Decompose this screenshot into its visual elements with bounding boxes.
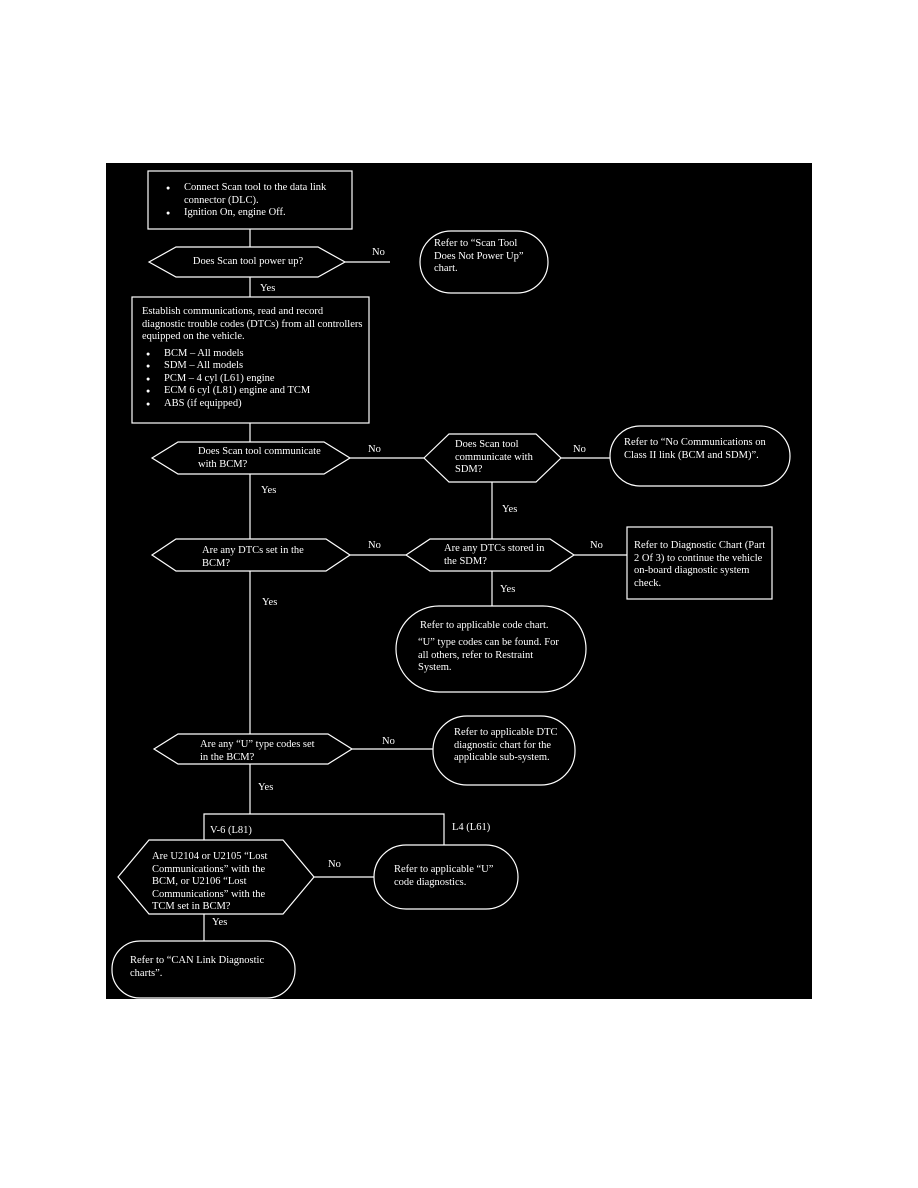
decision-dtc-sdm-text: Are any DTCs stored in the SDM? [444, 543, 545, 567]
edge-label-no: No [590, 540, 603, 551]
edge-label-no: No [382, 736, 395, 747]
terminal-can-text: Refer to “CAN Link Diagnostic charts”. [130, 955, 265, 979]
rect-diag-chart-text: Refer to Diagnostic Chart (Part 2 Of 3) … [634, 540, 766, 589]
edge-label-yes: Yes [260, 283, 276, 294]
terminal-u-diag-text: Refer to applicable “U” code diagnostics… [394, 864, 494, 888]
edge-label-yes: Yes [261, 485, 277, 496]
branch-label-l4: L4 (L61) [452, 822, 491, 833]
establish-item: ECM 6 cyl (L81) engine and TCM [142, 385, 364, 398]
flowchart-lines [111, 170, 791, 999]
start-box-text: Connect Scan tool to the data link conne… [162, 182, 352, 220]
edge-label-no: No [328, 859, 341, 870]
terminal-power [419, 230, 549, 294]
start-item: Connect Scan tool to the data link conne… [162, 182, 352, 207]
edge-label-yes: Yes [212, 917, 228, 928]
edge-label-no: No [368, 540, 381, 551]
start-item: Ignition On, engine Off. [162, 207, 352, 220]
establish-item: BCM – All models [142, 348, 364, 361]
edge-label-no: No [368, 444, 381, 455]
decision-u-codes-text: Are any “U” type codes set in the BCM? [200, 739, 315, 763]
edge-label-yes: Yes [258, 782, 274, 793]
decision-power-text: Does Scan tool power up? [192, 256, 304, 267]
flowchart: Connect Scan tool to the data link conne… [106, 163, 812, 999]
establish-intro: Establish communications, read and recor… [142, 306, 363, 342]
edge-label-yes: Yes [262, 597, 278, 608]
establish-item: PCM – 4 cyl (L61) engine [142, 373, 364, 386]
terminal-dtc-sub [432, 715, 576, 786]
decision-u2104-text: Are U2104 or U2105 “Lost Communications”… [152, 851, 268, 912]
terminal-power-text: Refer to “Scan Tool Does Not Power Up” c… [434, 238, 524, 274]
edge-branch [203, 813, 445, 845]
terminal-dtc-sub-text: Refer to applicable DTC diagnostic chart… [454, 727, 558, 763]
terminal-code-chart-text-2: “U” type codes can be found. For all oth… [418, 637, 559, 673]
edge-label-yes: Yes [500, 584, 516, 595]
edge-label-yes: Yes [502, 504, 518, 515]
decision-sdm-comm-text: Does Scan tool communicate with SDM? [455, 439, 533, 475]
edge-label-no: No [573, 444, 586, 455]
terminal-code-chart [395, 605, 587, 693]
terminal-nocomm-text: Refer to “No Communications on Class II … [624, 437, 766, 461]
terminal-nocomm [609, 425, 791, 487]
branch-label-v6: V-6 (L81) [210, 825, 252, 836]
rect-diag-chart [626, 526, 773, 600]
decision-dtc-bcm-text: Are any DTCs set in the BCM? [202, 545, 304, 569]
edge-label-no: No [372, 247, 385, 258]
establish-box-text: Establish communications, read and recor… [142, 306, 364, 410]
decision-bcm-comm-text: Does Scan tool communicate with BCM? [198, 446, 321, 470]
terminal-code-chart-text-1: Refer to applicable code chart. [420, 620, 549, 631]
establish-item: SDM – All models [142, 360, 364, 373]
establish-item: ABS (if equipped) [142, 398, 364, 411]
